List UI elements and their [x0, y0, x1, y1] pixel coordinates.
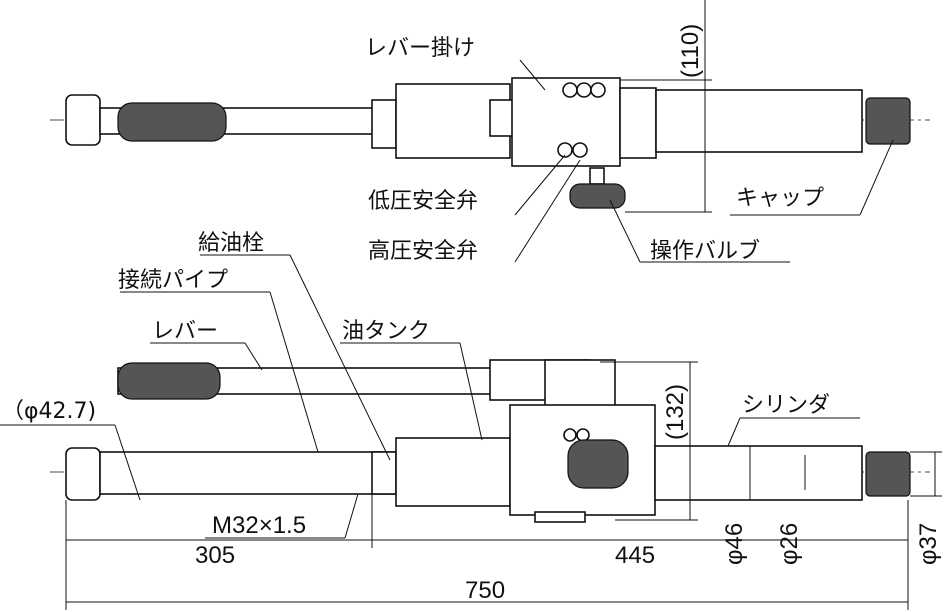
label-connection-pipe: 接続パイプ	[118, 268, 228, 293]
dim-110: (110)	[677, 24, 704, 78]
label-lever: レバー	[152, 319, 218, 344]
side-view: (132) φ46 φ26 φ37 305 445 750 給油栓 接続パイプ …	[0, 231, 942, 610]
dim-dia-37: φ37	[915, 523, 942, 565]
label-cap: キャップ	[736, 186, 824, 211]
label-high-pressure-valve: 高圧安全弁	[368, 239, 478, 264]
oil-tank	[395, 437, 511, 507]
cylinder	[654, 445, 863, 501]
label-dia-42-7: （φ42.7)	[2, 399, 96, 424]
dim-305: 305	[195, 542, 235, 569]
end-cap-left	[65, 94, 101, 146]
dim-132: (132)	[662, 384, 689, 440]
label-operation-valve: 操作バルブ	[650, 239, 760, 264]
label-lever-hook: レバー掛け	[365, 36, 475, 61]
connection-pipe	[99, 451, 396, 495]
operation-valve-knob	[569, 183, 626, 209]
valve-knob	[567, 439, 629, 489]
label-low-pressure-valve: 低圧安全弁	[368, 189, 478, 214]
dim-445: 445	[615, 542, 655, 569]
dim-dia-46: φ46	[721, 523, 748, 565]
lever-grip	[117, 102, 227, 142]
lever-grip	[117, 362, 221, 400]
dim-750: 750	[465, 577, 505, 604]
label-thread: M32×1.5	[212, 512, 306, 539]
label-oil-tank: 油タンク	[342, 319, 430, 344]
label-cylinder: シリンダ	[742, 393, 830, 418]
label-oil-plug: 給油栓	[198, 231, 264, 256]
cap-part	[865, 97, 911, 145]
dim-dia-26: φ26	[776, 523, 803, 565]
cylinder	[655, 89, 863, 153]
top-view: (110) レバー掛け 低圧安全弁 高圧安全弁 キャップ 操作バルブ	[50, 0, 930, 264]
